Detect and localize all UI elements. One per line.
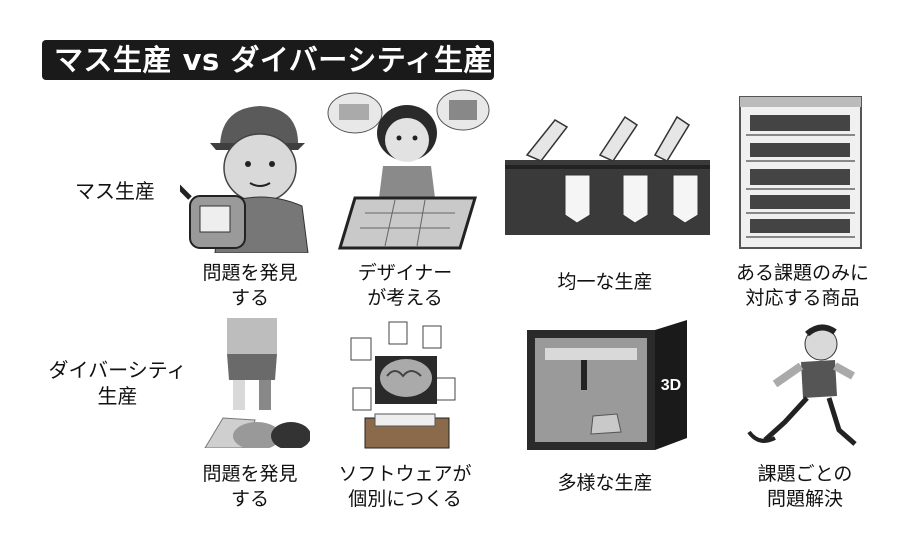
caption-line: デザイナー: [357, 262, 453, 284]
caption-find-problem-mass: 問題を発見 する: [190, 261, 310, 311]
caption-line: ある課題のみに: [735, 262, 869, 284]
row-label-mass: マス生産: [55, 178, 175, 204]
caption-line: 多様な生産: [557, 472, 653, 494]
blade-runner-athlete-icon: [747, 324, 857, 446]
row-label-line: 生産: [97, 384, 138, 408]
caption-line: 個別につくる: [348, 488, 462, 510]
prosthetic-leg-person-icon: [204, 318, 310, 448]
designer-drawing-icon: [327, 89, 490, 250]
caption-line: 対応する商品: [745, 287, 860, 309]
store-shelf-icon: [739, 96, 862, 249]
caption-line: 課題ごとの: [757, 463, 853, 485]
ai-brain-computer-icon: [350, 321, 456, 449]
caption-find-problem-diversity: 問題を発見 する: [190, 462, 310, 512]
caption-diverse-production: 多様な生産: [540, 471, 670, 496]
caption-software-individual: ソフトウェアが 個別につくる: [330, 462, 480, 512]
caption-line: する: [230, 287, 269, 309]
caption-line: 問題解決: [766, 488, 843, 510]
3d-label: 3D: [661, 377, 681, 394]
row-label-diversity: ダイバーシティ 生産: [45, 357, 190, 409]
caption-line: する: [230, 488, 269, 510]
caption-line: 問題を発見: [202, 463, 298, 485]
page-title: マス生産 vs ダイバーシティ生産: [42, 40, 494, 80]
caption-line: ソフトウェアが: [338, 463, 472, 485]
caption-uniform-production: 均一な生産: [540, 270, 670, 295]
row-label-line: ダイバーシティ: [48, 358, 187, 382]
robot-arms-assembly-line-icon: [505, 115, 710, 235]
3d-printer-icon: 3D: [527, 320, 687, 450]
caption-single-issue-product: ある課題のみに 対応する商品: [725, 261, 880, 311]
caption-line: が考える: [367, 287, 443, 309]
caption-line: 問題を発見: [202, 262, 298, 284]
worker-with-fire-extinguisher-icon: [180, 106, 309, 253]
caption-designer-thinks: デザイナー が考える: [340, 261, 470, 311]
caption-line: 均一な生産: [557, 271, 653, 293]
row-label-line: マス生産: [75, 179, 155, 203]
caption-per-issue-solution: 課題ごとの 問題解決: [740, 462, 870, 512]
